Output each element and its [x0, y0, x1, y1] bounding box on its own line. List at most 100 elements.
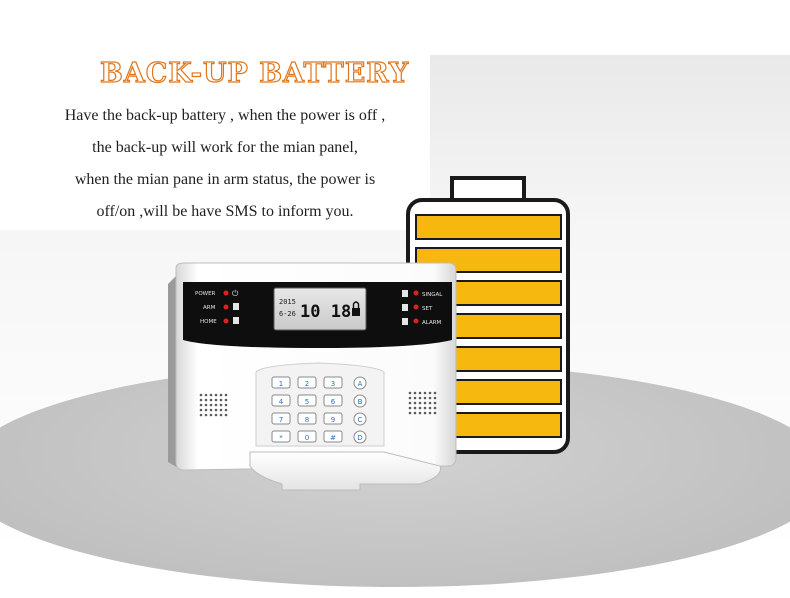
- keypad-key[interactable]: #: [323, 430, 343, 443]
- lcd-screen: [273, 287, 367, 331]
- keypad-key[interactable]: 2: [297, 376, 317, 389]
- keypad-key[interactable]: 4: [271, 394, 291, 407]
- speaker-hole: [204, 398, 208, 402]
- keypad-key[interactable]: 6: [323, 394, 343, 407]
- keypad-key-label: *: [279, 434, 283, 442]
- speaker-hole: [423, 401, 427, 405]
- indicator-led: [223, 290, 229, 296]
- speaker-hole: [219, 413, 223, 417]
- description-line: the back-up will work for the mian panel…: [92, 139, 358, 156]
- keypad-key-label: 8: [305, 416, 309, 424]
- speaker-grill-right: [408, 391, 437, 415]
- speaker-hole: [418, 396, 422, 400]
- keypad-key[interactable]: D: [353, 430, 367, 444]
- indicator-led: [413, 304, 419, 310]
- keypad-key-label: 3: [331, 380, 335, 388]
- speaker-hole: [214, 408, 218, 412]
- speaker-hole: [199, 393, 203, 397]
- lcd-date-bottom: 6-26: [279, 310, 296, 318]
- keypad-key-label: A: [358, 380, 363, 388]
- keypad-key-label: 4: [279, 398, 284, 406]
- indicator-led: [413, 290, 419, 296]
- keypad-key[interactable]: 3: [323, 376, 343, 389]
- speaker-hole: [408, 391, 412, 395]
- keypad-key-label: 7: [279, 416, 283, 424]
- set-icon: [402, 304, 408, 311]
- speaker-hole: [214, 413, 218, 417]
- speaker-hole: [408, 406, 412, 410]
- speaker-hole: [214, 398, 218, 402]
- speaker-hole: [204, 408, 208, 412]
- speaker-hole: [423, 406, 427, 410]
- speaker-hole: [209, 393, 213, 397]
- speaker-hole: [219, 408, 223, 412]
- speaker-hole: [219, 398, 223, 402]
- indicator-label-set: SET: [422, 306, 433, 312]
- keypad-key-label: 1: [279, 380, 283, 388]
- speaker-hole: [413, 406, 417, 410]
- speaker-hole: [413, 411, 417, 415]
- speaker-hole: [224, 398, 228, 402]
- speaker-hole: [433, 391, 437, 395]
- speaker-hole: [413, 391, 417, 395]
- right-indicators: SINGAL SET ALARM: [402, 290, 443, 326]
- speaker-hole: [214, 403, 218, 407]
- speaker-hole: [428, 391, 432, 395]
- indicator-label-power: POWER: [195, 291, 216, 297]
- keypad-key[interactable]: 5: [297, 394, 317, 407]
- speaker-hole: [199, 403, 203, 407]
- speaker-hole: [418, 411, 422, 415]
- speaker-hole: [428, 401, 432, 405]
- lock-icon: [352, 301, 360, 316]
- speaker-hole: [204, 393, 208, 397]
- home-icon: [233, 317, 239, 324]
- indicator-label-signal: SINGAL: [422, 292, 443, 298]
- speaker-hole: [199, 413, 203, 417]
- lcd-time: 10 18: [300, 302, 351, 322]
- description-line: Have the back-up battery , when the powe…: [64, 107, 386, 124]
- description-line: off/on ,will be have SMS to inform you.: [96, 203, 354, 220]
- description-line: when the mian pane in arm status, the po…: [74, 171, 376, 188]
- speaker-hole: [418, 391, 422, 395]
- keypad-lid: [249, 451, 442, 491]
- speaker-hole: [428, 396, 432, 400]
- speaker-hole: [433, 401, 437, 405]
- speaker-hole: [413, 396, 417, 400]
- keypad-key[interactable]: 8: [297, 412, 317, 425]
- keypad-key[interactable]: C: [353, 412, 367, 426]
- speaker-hole: [423, 411, 427, 415]
- keypad-key[interactable]: 1: [271, 376, 291, 389]
- keypad-key-label: 0: [305, 434, 309, 442]
- keypad-key[interactable]: *: [271, 430, 291, 443]
- indicator-led: [223, 318, 229, 324]
- keypad-key[interactable]: A: [353, 376, 367, 390]
- keypad-key-label: C: [358, 416, 363, 424]
- speaker-hole: [199, 398, 203, 402]
- speaker-hole: [219, 403, 223, 407]
- speaker-hole: [433, 406, 437, 410]
- alarm-icon: [402, 318, 408, 325]
- left-indicators: POWER ⏻ ARM HOME: [195, 289, 239, 325]
- keypad-key-label: #: [330, 434, 336, 442]
- speaker-hole: [209, 413, 213, 417]
- keypad: 1 2 3 A 4 5 6 B 7 8 9 C * 0 # D: [271, 376, 367, 444]
- keypad-key-label: 6: [331, 398, 336, 406]
- speaker-hole: [423, 396, 427, 400]
- indicator-led: [223, 304, 229, 310]
- keypad-key[interactable]: 7: [271, 412, 291, 425]
- speaker-hole: [408, 396, 412, 400]
- speaker-hole: [199, 408, 203, 412]
- speaker-hole: [224, 408, 228, 412]
- keypad-key[interactable]: B: [353, 394, 367, 408]
- speaker-hole: [224, 413, 228, 417]
- keypad-key[interactable]: 9: [323, 412, 343, 425]
- power-icon: ⏻: [232, 289, 239, 298]
- indicator-led: [413, 318, 419, 324]
- speaker-hole: [433, 411, 437, 415]
- speaker-hole: [408, 411, 412, 415]
- keypad-key[interactable]: 0: [297, 430, 317, 443]
- keypad-key-label: 2: [305, 380, 309, 388]
- indicator-label-alarm: ALARM: [422, 320, 442, 326]
